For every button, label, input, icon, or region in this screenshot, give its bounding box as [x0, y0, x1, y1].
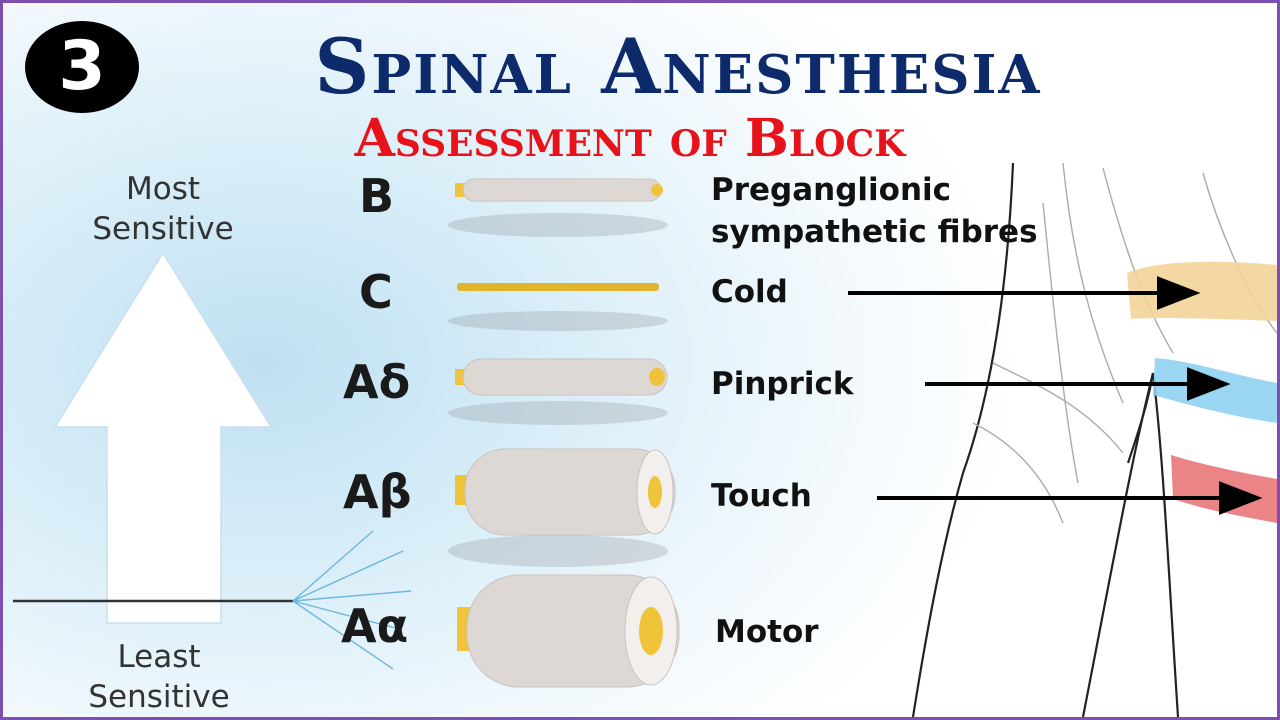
nerve-branches: [292, 530, 412, 670]
least-sensitive-line1: Least: [117, 639, 201, 675]
fiber-type-c: C: [359, 265, 393, 319]
cold-arrow: [848, 276, 1201, 310]
fiber-shadows: [448, 213, 668, 567]
fiber-type-aalpha: Aα: [341, 599, 409, 653]
diagram-graphics: [13, 162, 1277, 717]
fiber-type-b: B: [359, 169, 395, 223]
modality-cold: Cold: [711, 274, 788, 310]
sensitivity-arrow: [53, 251, 273, 624]
modality-preganglionic-line2: sympathetic fibres: [711, 214, 1038, 250]
touch-arrow: [877, 481, 1263, 515]
page-title: Spinal Anesthesia: [314, 22, 1042, 111]
modality-motor: Motor: [715, 614, 819, 650]
most-sensitive-label: Most Sensitive: [63, 169, 263, 249]
modality-preganglionic-line1: Preganglionic: [711, 172, 952, 208]
modality-preganglionic: Preganglionic sympathetic fibres: [711, 169, 1038, 253]
most-sensitive-line1: Most: [125, 171, 201, 207]
page-subtitle: Assessment of Block: [354, 108, 906, 169]
fiber-type-adelta: Aδ: [343, 355, 411, 409]
fiber-c-line: [457, 283, 659, 291]
fiber-b-cylinder: [455, 178, 663, 202]
fiber-aalpha-cylinder: [457, 574, 680, 688]
pinprick-arrow: [925, 367, 1231, 401]
least-sensitive-line2: Sensitive: [88, 679, 230, 715]
fiber-abeta-cylinder: [455, 448, 676, 536]
fiber-type-abeta: Aβ: [343, 465, 412, 519]
modality-pinprick: Pinprick: [711, 366, 854, 402]
most-sensitive-line2: Sensitive: [92, 211, 234, 247]
modality-touch: Touch: [711, 478, 812, 514]
least-sensitive-label: Least Sensitive: [59, 637, 259, 717]
number-badge: 3: [25, 21, 139, 113]
fiber-adelta-cylinder: [455, 358, 668, 396]
pinprick-band: [1153, 358, 1277, 423]
